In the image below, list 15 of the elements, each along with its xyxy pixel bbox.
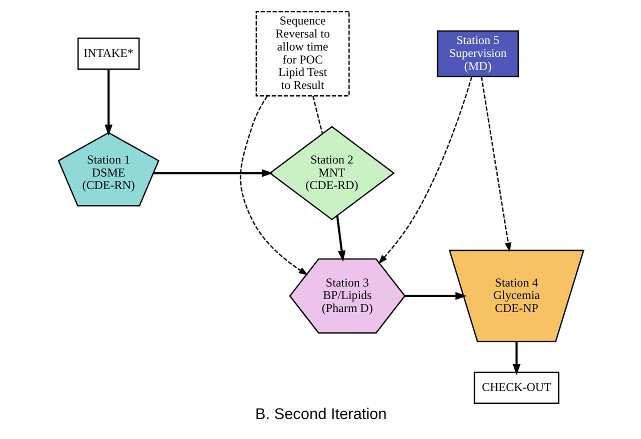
arrow	[153, 169, 273, 178]
connector	[312, 96, 322, 134]
arrow	[378, 76, 472, 264]
arrow	[404, 292, 466, 300]
arrow	[336, 216, 346, 262]
arrow	[512, 342, 520, 376]
arrow	[104, 69, 112, 136]
arrow	[480, 76, 511, 252]
node-box: Station 5 Supervision (MD)	[436, 30, 518, 78]
node-diamond: Station 2 MNT (CDE-RD)	[268, 126, 394, 220]
arrow	[239, 96, 308, 276]
node-box: Sequence Reversal to allow time for POC Lipid Test to Result	[255, 11, 350, 96]
node-box: CHECK-OUT	[473, 372, 559, 404]
node-box: INTAKE*	[76, 38, 140, 70]
caption: B. Second Iteration	[254, 406, 386, 424]
